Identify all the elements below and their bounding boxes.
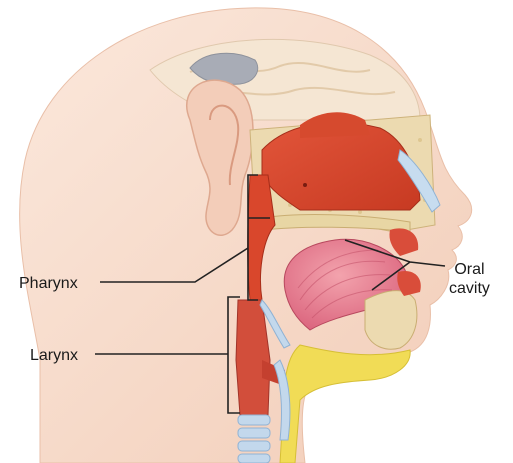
- oral-cavity-label: Oral cavity: [449, 260, 490, 298]
- pharynx-label: Pharynx: [19, 274, 78, 293]
- mandible: [365, 291, 417, 350]
- oral-cavity-label-line1: Oral: [449, 260, 490, 279]
- larynx-label: Larynx: [30, 346, 78, 365]
- oral-cavity-label-line2: cavity: [449, 279, 490, 298]
